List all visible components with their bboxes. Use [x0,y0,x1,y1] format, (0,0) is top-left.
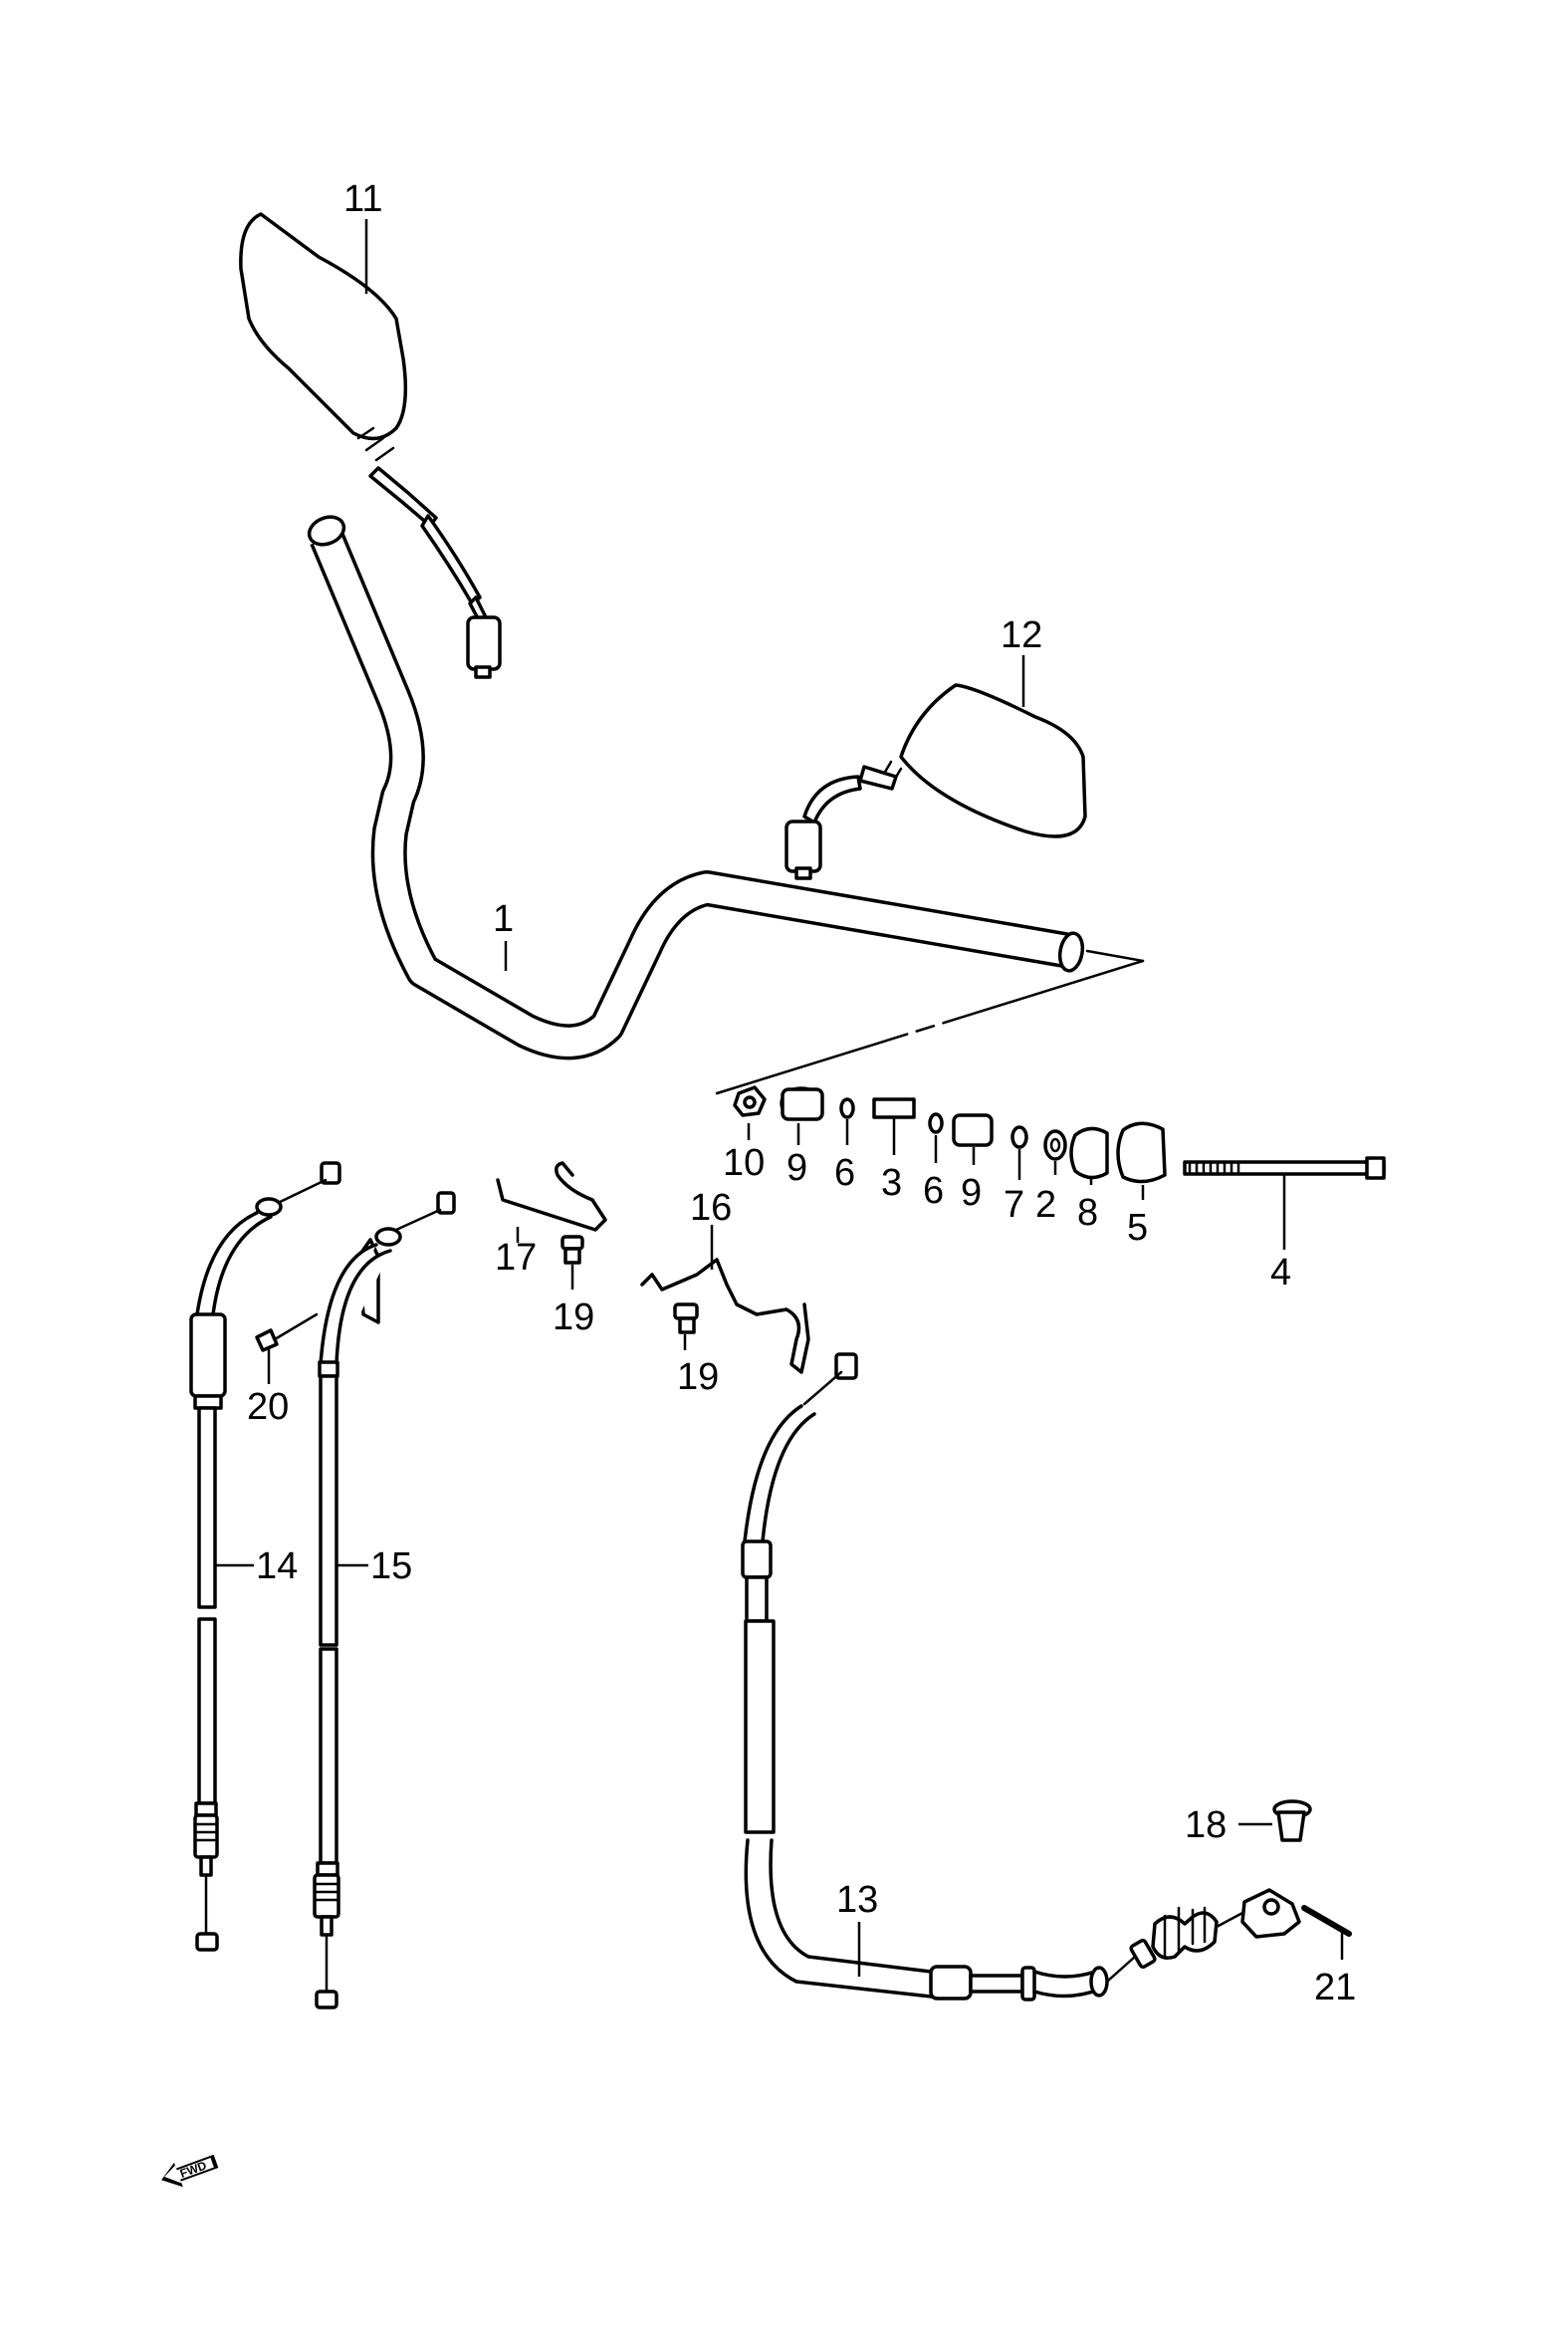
cable-guide [640,1258,810,1374]
callout-19a: 19 [553,1296,594,1338]
callout-6b: 6 [923,1170,944,1212]
callout-14: 14 [256,1545,298,1587]
callout-1: 1 [493,898,514,940]
forward-arrow-icon: FWD [161,2154,219,2188]
callout-9a: 9 [786,1147,807,1189]
callout-4: 4 [1270,1252,1291,1294]
leader-lines [214,219,1344,1977]
callout-6a: 6 [834,1152,855,1194]
callout-15: 15 [370,1545,412,1587]
screw-20 [255,1312,319,1352]
callout-19b: 19 [677,1356,719,1398]
throttle-cable-14 [189,1161,341,1952]
screw-upper [560,1235,584,1265]
callout-labels: 11 12 1 10 9 6 3 6 9 7 2 8 5 4 17 19 16 … [247,178,1356,2008]
throttle-cable-15 [313,1191,456,2009]
bar-end-assembly [733,1085,1386,1184]
right-mirror [784,683,1087,880]
reference-lines [715,949,1145,1095]
callout-11: 11 [343,178,382,220]
handlebar [307,515,1085,1060]
callout-13: 13 [836,1879,878,1921]
callout-5: 5 [1127,1207,1148,1249]
screw-lower [673,1302,699,1334]
callout-9b: 9 [961,1172,982,1214]
fwd-label: FWD [178,2158,209,2181]
callout-3: 3 [881,1162,902,1204]
clevis-pin [1272,1799,1312,1842]
cable-clip [496,1161,607,1232]
clutch-cable-13 [741,1352,1301,2001]
callout-7: 7 [1004,1184,1024,1226]
callout-10: 10 [723,1142,765,1184]
callout-18: 18 [1185,1804,1227,1846]
callout-21: 21 [1314,1967,1356,2008]
left-mirror [239,212,502,679]
callout-20: 20 [247,1386,289,1428]
callout-8: 8 [1077,1192,1098,1234]
callout-16: 16 [690,1187,732,1229]
callout-2: 2 [1035,1184,1056,1226]
callout-17: 17 [495,1237,537,1279]
callout-12: 12 [1001,614,1042,656]
